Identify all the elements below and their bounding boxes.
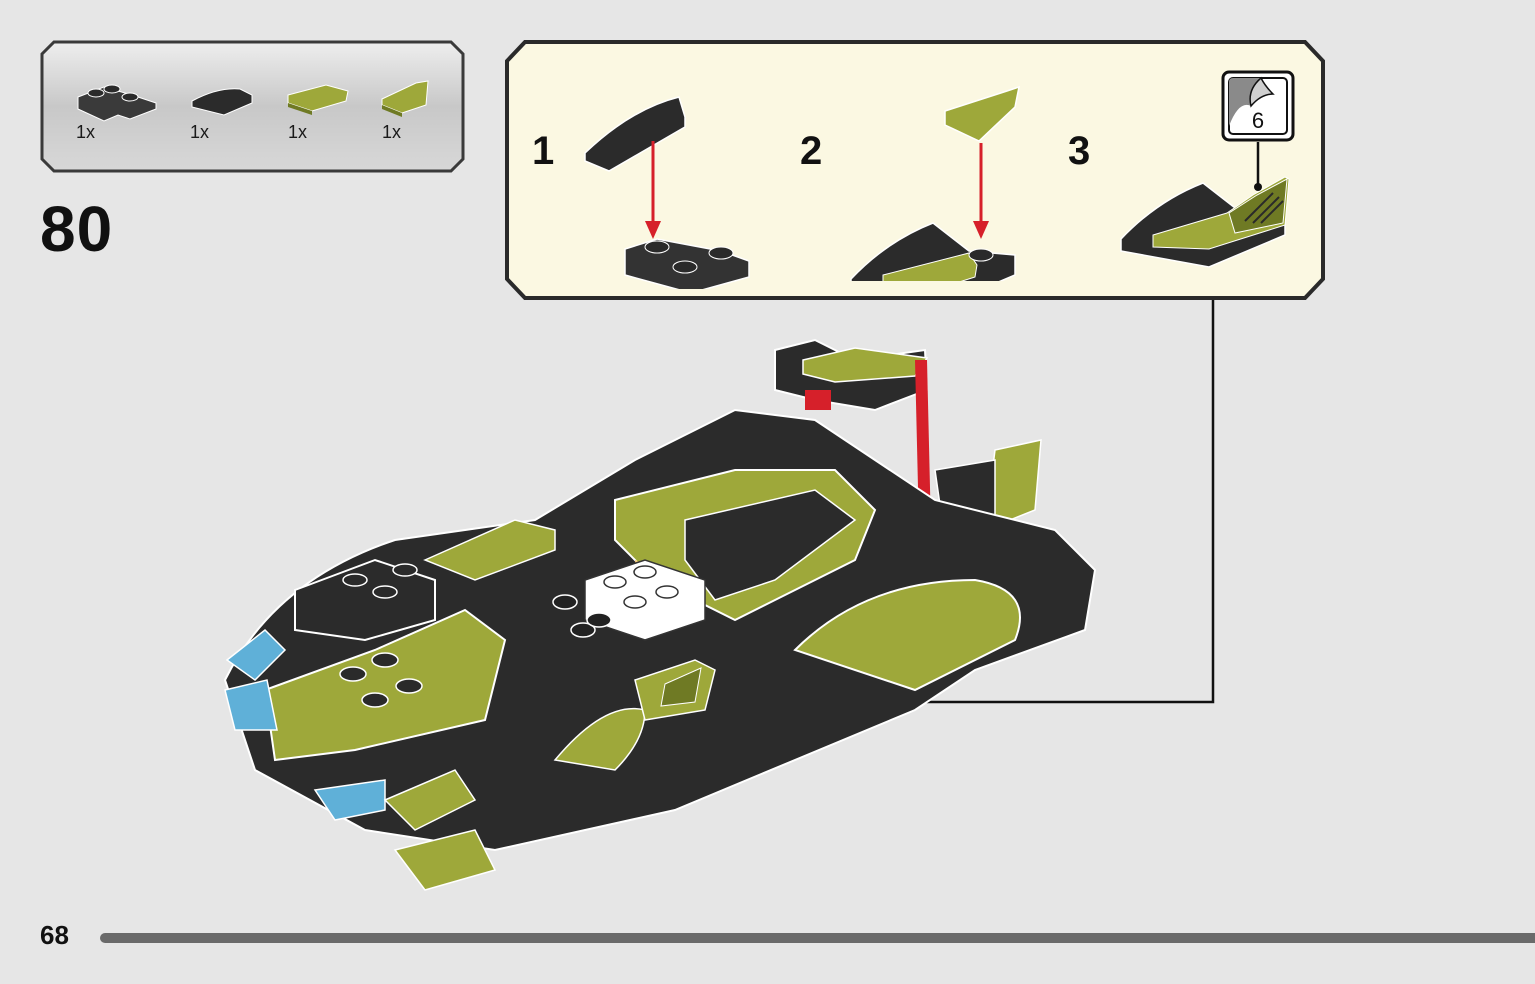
curved-slope-icon — [191, 88, 253, 116]
sticker-reference: 6 — [1221, 70, 1295, 142]
car-model-illustration — [223, 338, 1097, 891]
part-qty: 1x — [288, 122, 308, 142]
sub-step-label-3: 3 — [1068, 129, 1091, 173]
sub-steps-frame — [505, 40, 1325, 300]
part-qty: 1x — [76, 122, 96, 142]
part-item-olive-wedge: 1x — [380, 75, 470, 150]
sub-step-label-1: 1 — [532, 129, 555, 173]
sub-step-1-art — [584, 96, 750, 289]
part-qty: 1x — [190, 122, 210, 142]
sub-steps-callout: 1 2 3 — [503, 39, 1327, 301]
parts-list-frame — [40, 40, 465, 173]
olive-wedge-icon — [381, 80, 429, 117]
sub-step-label-2: 2 — [800, 129, 823, 173]
part-item-olive-tile: 1x — [286, 75, 376, 150]
sub-step-2-art — [850, 85, 1020, 281]
part-item-curved-slope: 1x — [188, 75, 278, 150]
sticker-sheet-icon — [1221, 70, 1295, 142]
part-qty: 1x — [382, 122, 402, 142]
step-number: 80 — [40, 193, 114, 265]
page-progress-bar — [100, 933, 1535, 943]
corner-plate-icon — [77, 84, 157, 122]
sub-step-3-art — [1120, 176, 1290, 268]
parts-list-callout: 1x 1x 1x 1x — [40, 40, 465, 173]
page-number: 68 — [40, 920, 69, 950]
olive-tile-icon — [287, 84, 349, 115]
sticker-number: 6 — [1251, 108, 1265, 133]
part-item-corner-plate: 1x — [74, 75, 164, 150]
